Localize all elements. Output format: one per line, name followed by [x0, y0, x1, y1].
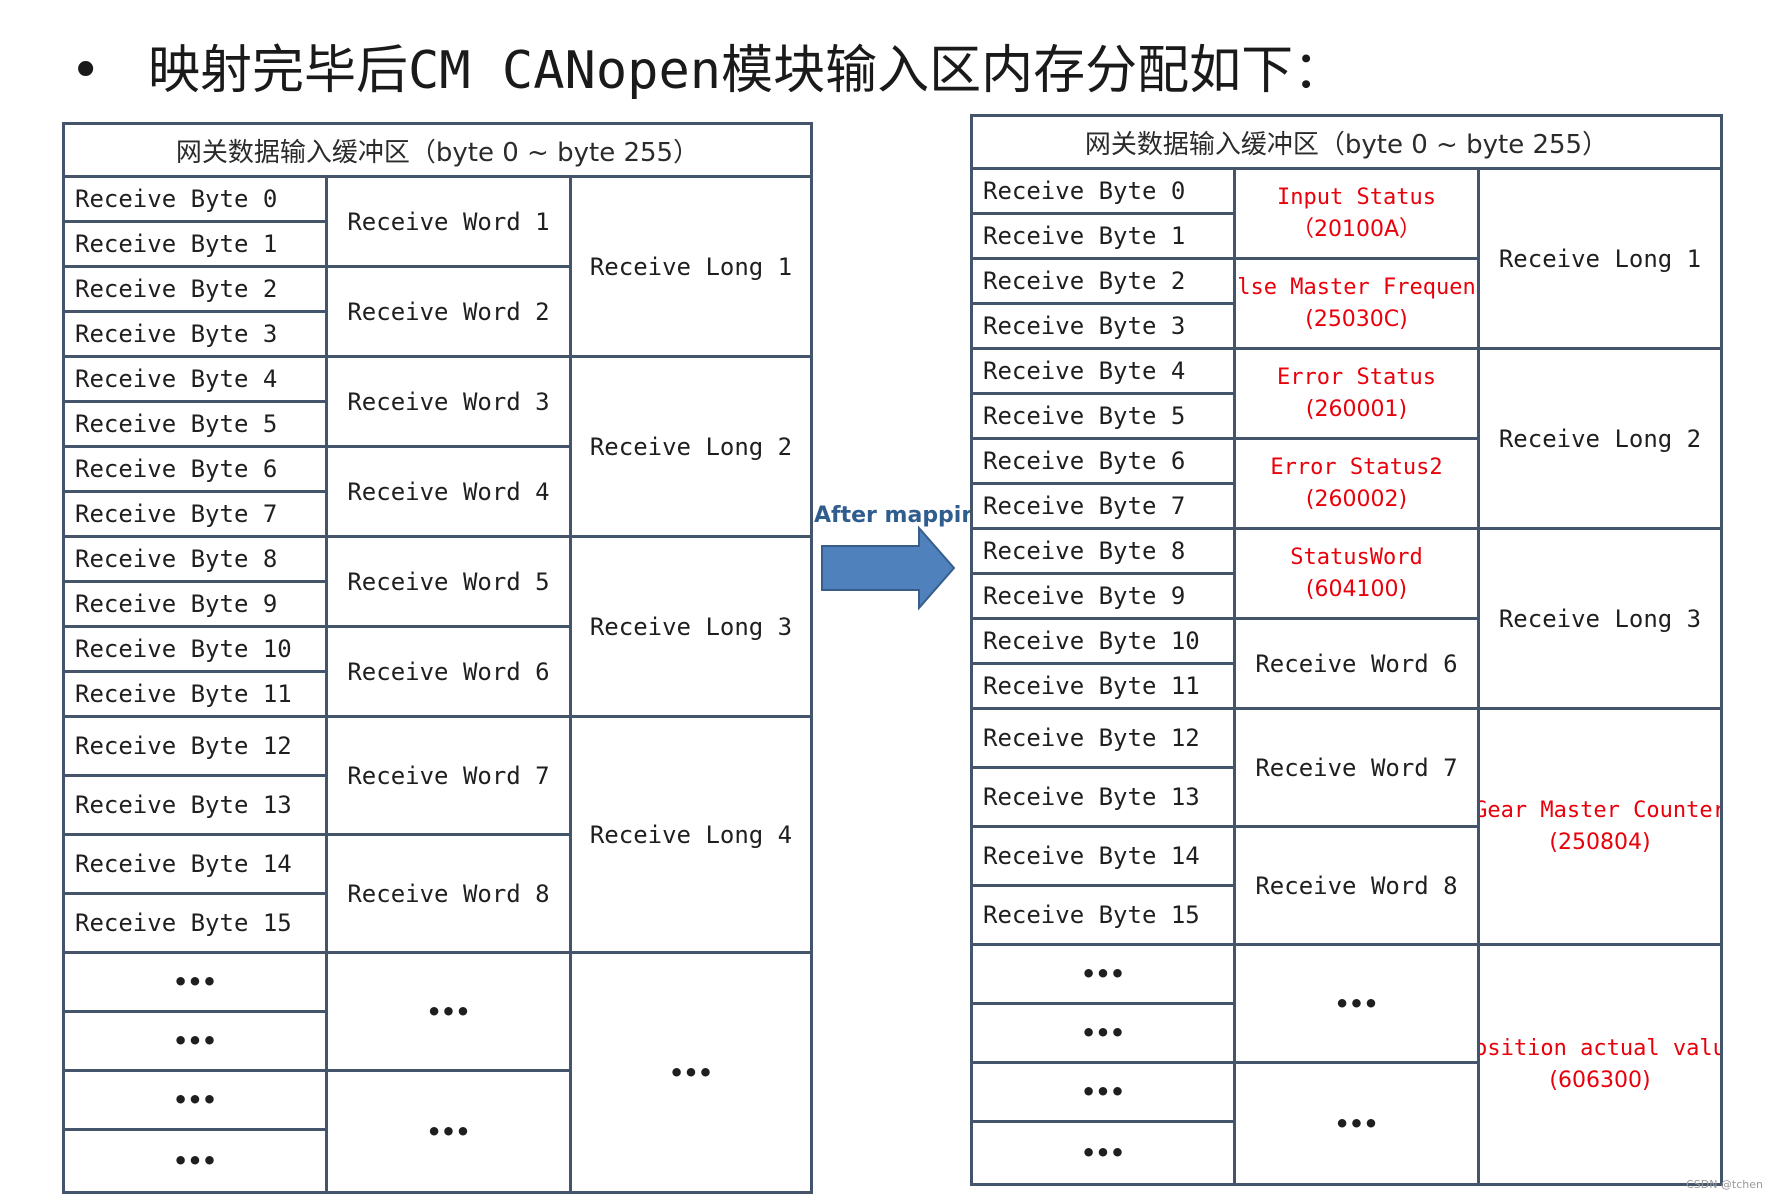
right-byte-4: Receive Byte 4 — [973, 350, 1236, 395]
left-byte-12: Receive Byte 12 — [65, 718, 328, 777]
right-word-8: Receive Word 8 — [1236, 828, 1480, 946]
right-byte-9: Receive Byte 9 — [973, 575, 1236, 620]
left-byte-ellipsis-1: ••• — [65, 954, 328, 1013]
pulse-master-name: Pulse Master Frequence — [1236, 274, 1477, 300]
left-byte-3: Receive Byte 3 — [65, 313, 328, 358]
left-buffer-table: 网关数据输入缓冲区（byte 0 ~ byte 255） Receive Byt… — [62, 122, 813, 1194]
right-byte-0: Receive Byte 0 — [973, 170, 1236, 215]
left-word-ellipsis-1: ••• — [328, 954, 572, 1072]
gear-master-index: (250804) — [1549, 829, 1651, 855]
left-byte-ellipsis-2: ••• — [65, 1013, 328, 1072]
right-byte-11: Receive Byte 11 — [973, 665, 1236, 710]
right-byte-3: Receive Byte 3 — [973, 305, 1236, 350]
gear-master-cell: Gear Master Counter (250804) — [1480, 710, 1720, 946]
watermark: CSDN @tchen — [1686, 1178, 1763, 1191]
arrow-right-icon — [821, 525, 956, 611]
title-bullet: • — [70, 41, 102, 101]
left-long-2: Receive Long 2 — [572, 358, 810, 538]
left-word-5: Receive Word 5 — [328, 538, 572, 628]
left-byte-ellipsis-4: ••• — [65, 1131, 328, 1191]
right-byte-15: Receive Byte 15 — [973, 887, 1236, 946]
left-long-3: Receive Long 3 — [572, 538, 810, 718]
pulse-master-index: (25030C) — [1305, 306, 1408, 332]
position-actual-name: Position actual value — [1480, 1035, 1720, 1061]
left-byte-7: Receive Byte 7 — [65, 493, 328, 538]
left-word-3: Receive Word 3 — [328, 358, 572, 448]
left-byte-4: Receive Byte 4 — [65, 358, 328, 403]
left-byte-13: Receive Byte 13 — [65, 777, 328, 836]
right-word-ellipsis-1: ••• — [1236, 946, 1480, 1064]
right-byte-ellipsis-4: ••• — [973, 1123, 1236, 1183]
left-byte-14: Receive Byte 14 — [65, 836, 328, 895]
right-word-7: Receive Word 7 — [1236, 710, 1480, 828]
right-long-2: Receive Long 2 — [1480, 350, 1720, 530]
left-byte-0: Receive Byte 0 — [65, 178, 328, 223]
left-byte-11: Receive Byte 11 — [65, 673, 328, 718]
left-byte-5: Receive Byte 5 — [65, 403, 328, 448]
position-actual-cell: Position actual value (606300) — [1480, 946, 1720, 1183]
error-status2-cell: Error Status2 (260002) — [1236, 440, 1480, 530]
left-byte-ellipsis-3: ••• — [65, 1072, 328, 1131]
error-status-name: Error Status — [1277, 364, 1436, 390]
right-word-ellipsis-2: ••• — [1236, 1064, 1480, 1183]
left-byte-1: Receive Byte 1 — [65, 223, 328, 268]
left-byte-9: Receive Byte 9 — [65, 583, 328, 628]
right-byte-13: Receive Byte 13 — [973, 769, 1236, 828]
right-table-header: 网关数据输入缓冲区（byte 0 ~ byte 255） — [973, 117, 1720, 170]
right-long-1: Receive Long 1 — [1480, 170, 1720, 350]
input-status-index: （20100A） — [1291, 216, 1422, 242]
left-byte-10: Receive Byte 10 — [65, 628, 328, 673]
right-byte-ellipsis-3: ••• — [973, 1064, 1236, 1123]
status-word-cell: StatusWord (604100) — [1236, 530, 1480, 620]
error-status-cell: Error Status (260001) — [1236, 350, 1480, 440]
left-long-ellipsis: ••• — [669, 1058, 713, 1087]
right-byte-ellipsis-2: ••• — [973, 1005, 1236, 1064]
status-word-index: (604100) — [1305, 576, 1408, 602]
after-mapping-label: After mapping — [814, 503, 993, 528]
right-byte-12: Receive Byte 12 — [973, 710, 1236, 769]
right-byte-2: Receive Byte 2 — [973, 260, 1236, 305]
left-word-2: Receive Word 2 — [328, 268, 572, 358]
left-word-ellipsis-2: ••• — [328, 1072, 572, 1191]
left-long-4: Receive Long 4 — [572, 718, 810, 954]
error-status2-name: Error Status2 — [1270, 454, 1443, 480]
left-word-6: Receive Word 6 — [328, 628, 572, 718]
right-buffer-table: 网关数据输入缓冲区（byte 0 ~ byte 255） Receive Byt… — [970, 114, 1723, 1186]
right-byte-10: Receive Byte 10 — [973, 620, 1236, 665]
input-status-name: Input Status — [1277, 184, 1436, 210]
input-status-cell: Input Status （20100A） — [1236, 170, 1480, 260]
left-byte-15: Receive Byte 15 — [65, 895, 328, 954]
error-status2-index: (260002) — [1305, 486, 1408, 512]
right-byte-8: Receive Byte 8 — [973, 530, 1236, 575]
right-long-3: Receive Long 3 — [1480, 530, 1720, 710]
right-word-6: Receive Word 6 — [1236, 620, 1480, 710]
right-byte-5: Receive Byte 5 — [973, 395, 1236, 440]
title-text: 映射完毕后CM CANopen模块输入区内存分配如下： — [148, 41, 1346, 101]
position-actual-index: (606300) — [1549, 1067, 1651, 1093]
left-byte-6: Receive Byte 6 — [65, 448, 328, 493]
left-byte-8: Receive Byte 8 — [65, 538, 328, 583]
left-table-header: 网关数据输入缓冲区（byte 0 ~ byte 255） — [65, 125, 810, 178]
right-byte-14: Receive Byte 14 — [973, 828, 1236, 887]
left-long-1: Receive Long 1 — [572, 178, 810, 358]
left-word-4: Receive Word 4 — [328, 448, 572, 538]
right-byte-ellipsis-1: ••• — [973, 946, 1236, 1005]
left-byte-2: Receive Byte 2 — [65, 268, 328, 313]
pulse-master-cell: Pulse Master Frequence (25030C) — [1236, 260, 1480, 350]
error-status-index: (260001) — [1305, 396, 1408, 422]
left-word-7: Receive Word 7 — [328, 718, 572, 836]
gear-master-name: Gear Master Counter — [1480, 797, 1720, 823]
left-word-1: Receive Word 1 — [328, 178, 572, 268]
status-word-name: StatusWord — [1290, 544, 1423, 570]
right-byte-7: Receive Byte 7 — [973, 485, 1236, 530]
right-byte-1: Receive Byte 1 — [973, 215, 1236, 260]
right-byte-6: Receive Byte 6 — [973, 440, 1236, 485]
left-word-8: Receive Word 8 — [328, 836, 572, 954]
page-title: • 映射完毕后CM CANopen模块输入区内存分配如下： — [70, 28, 1345, 103]
